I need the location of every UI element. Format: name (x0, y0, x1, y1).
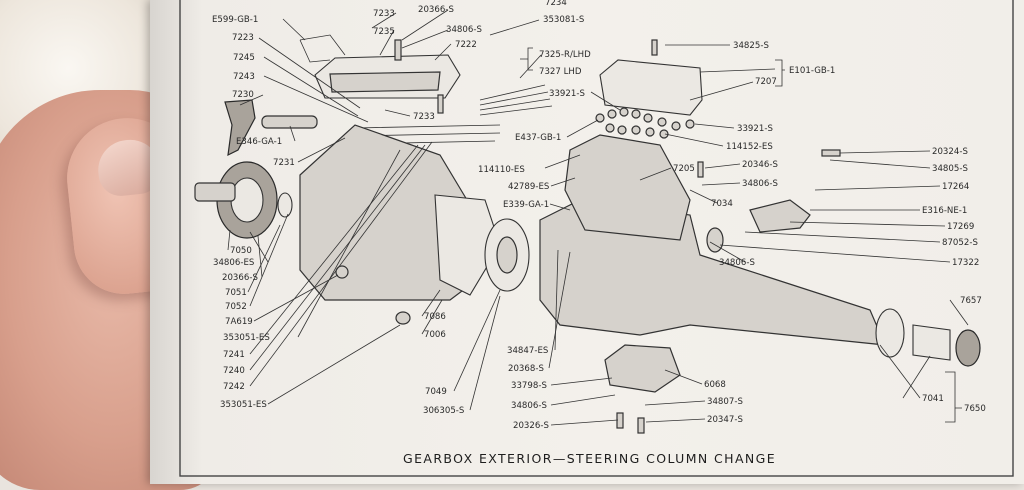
selector-rods (479, 84, 553, 116)
label-7050: 7050 (230, 246, 252, 256)
extension-end (875, 308, 905, 358)
label-7049: 7049 (425, 387, 447, 397)
label-34806a: 34806-S (446, 25, 482, 35)
label-7041: 7041 (922, 394, 944, 404)
bush-part (912, 324, 951, 361)
speedo-gear-part (706, 227, 724, 253)
label-7241: 7241 (223, 350, 245, 360)
bearing-retainer-bore (496, 236, 518, 274)
label-20366: 20366-S (418, 5, 454, 15)
label-7650: 7650 (964, 404, 986, 414)
label-34807: 34807-S (707, 397, 743, 407)
pin-part (261, 115, 318, 129)
label-e339: E339-GA-1 (503, 200, 549, 210)
label-353051b: 353051-ES (220, 400, 267, 410)
label-7657: 7657 (960, 296, 982, 306)
seal-part (955, 329, 981, 367)
speedo-drive-part (749, 199, 811, 233)
label-7205: 7205 (673, 164, 695, 174)
label-7231: 7231 (273, 158, 295, 168)
label-7325: 7325-R/LHD (539, 50, 591, 60)
label-6068: 6068 (704, 380, 726, 390)
label-7234: 7234 (545, 0, 567, 8)
label-20366b: 20366-S (222, 273, 258, 283)
label-20326: 20326-S (513, 421, 549, 431)
label-33798: 33798-S (511, 381, 547, 391)
plug-part (395, 311, 411, 325)
label-7243: 7243 (233, 72, 255, 82)
bolt-part (651, 39, 658, 56)
label-353051a: 353051-ES (223, 333, 270, 343)
label-306305: 306305-S (423, 406, 464, 416)
label-7223: 7223 (232, 33, 254, 43)
label-7051: 7051 (225, 288, 247, 298)
label-e599: E599-GB-1 (212, 15, 258, 25)
bolt-part (697, 161, 704, 178)
label-42789: 42789-ES (508, 182, 549, 192)
label-34806es: 34806-ES (213, 258, 254, 268)
label-20324: 20324-S (932, 147, 968, 157)
label-114152: 114152-ES (726, 142, 773, 152)
bracket-part (299, 34, 346, 63)
label-7222: 7222 (455, 40, 477, 50)
part-labels: E599-GB-1 7233 20366-S 7234 353081-S 723… (212, 0, 986, 431)
page-border (179, 0, 1014, 477)
bolt-part (394, 39, 402, 61)
label-7207: 7207 (755, 77, 777, 87)
label-17264: 17264 (942, 182, 969, 192)
label-e101: E101-GB-1 (789, 66, 835, 76)
label-7230: 7230 (232, 90, 254, 100)
side-cover-part (599, 59, 703, 116)
label-7233a: 7233 (373, 9, 395, 19)
label-34805: 34805-S (932, 164, 968, 174)
label-17269: 17269 (947, 222, 974, 232)
label-7034: 7034 (711, 199, 733, 209)
housing-flange (434, 194, 501, 296)
label-353081: 353081-S (543, 15, 584, 25)
label-20346: 20346-S (742, 160, 778, 170)
plug-part (335, 265, 349, 279)
label-7240: 7240 (223, 366, 245, 376)
label-34806d: 34806-S (511, 401, 547, 411)
label-33921b: 33921-S (737, 124, 773, 134)
leader-lines (227, 9, 969, 426)
label-7242: 7242 (223, 382, 245, 392)
label-87052: 87052-S (942, 238, 978, 248)
label-7235: 7235 (373, 27, 395, 37)
label-7006: 7006 (424, 330, 446, 340)
mount-part (604, 344, 681, 393)
label-17322: 17322 (952, 258, 979, 268)
input-shaft-part (194, 182, 236, 202)
label-e437: E437-GB-1 (515, 133, 561, 143)
nut-group (595, 107, 695, 139)
bolt-part (637, 417, 645, 434)
bolt-part (437, 94, 444, 114)
label-34847: 34847-ES (507, 346, 548, 356)
label-34806b: 34806-S (742, 179, 778, 189)
label-33921a: 33921-S (549, 89, 585, 99)
label-e316: E316-NE-1 (922, 206, 967, 216)
label-114110: 114110-ES (478, 165, 525, 175)
label-7086: 7086 (424, 312, 446, 322)
top-plate-part (564, 134, 691, 241)
label-7233b: 7233 (413, 112, 435, 122)
label-7327: 7327 LHD (539, 67, 582, 77)
diagram-caption: GEARBOX EXTERIOR—STEERING COLUMN CHANGE (403, 451, 776, 466)
label-e346: E346-GA-1 (236, 137, 282, 147)
label-34806c: 34806-S (719, 258, 755, 268)
label-7245: 7245 (233, 53, 255, 63)
label-7a619: 7A619 (225, 317, 253, 327)
bolt-part (821, 149, 841, 157)
top-cover-inner (329, 71, 441, 93)
label-7052: 7052 (225, 302, 247, 312)
gasket-7052 (277, 192, 293, 218)
bolt-part (616, 412, 624, 429)
front-plate-bore (230, 177, 264, 223)
label-20347: 20347-S (707, 415, 743, 425)
label-20368: 20368-S (508, 364, 544, 374)
label-34825: 34825-S (733, 41, 769, 51)
